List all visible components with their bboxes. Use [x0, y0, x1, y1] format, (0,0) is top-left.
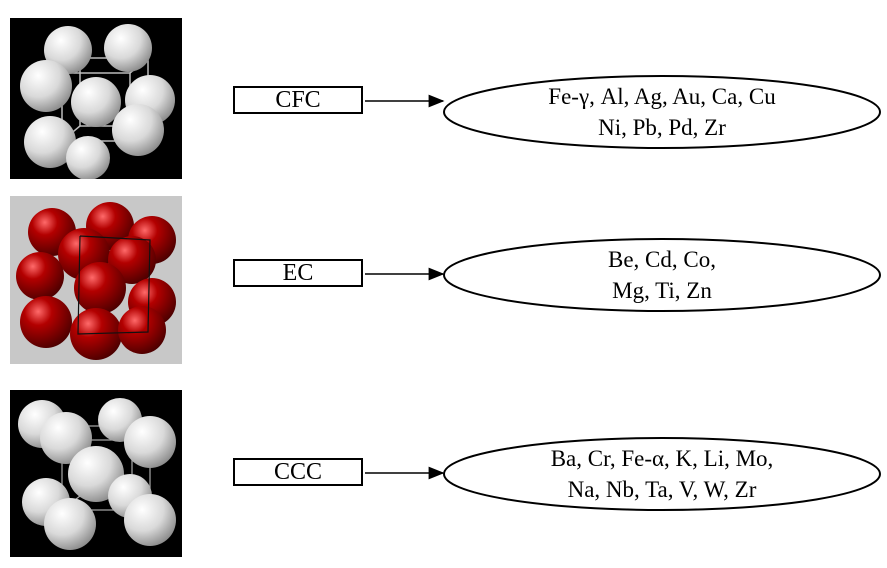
structure-label-box: EC: [233, 259, 363, 287]
element-list-line: Na, Nb, Ta, V, W, Zr: [567, 477, 757, 502]
structure-label-box: CCC: [233, 458, 363, 486]
element-list-line: Fe-γ, Al, Ag, Au, Ca, Cu: [548, 84, 776, 109]
bcc-lattice-image: [10, 390, 182, 557]
hcp-lattice-image: [10, 196, 182, 364]
element-list-line: Ni, Pb, Pd, Zr: [598, 115, 726, 140]
element-list-ellipse: Be, Cd, Co, Mg, Ti, Zn: [442, 237, 882, 313]
element-list-ellipse: Ba, Cr, Fe-α, K, Li, Mo, Na, Nb, Ta, V, …: [442, 436, 882, 512]
element-list-line: Mg, Ti, Zn: [612, 278, 712, 303]
structure-label: EC: [282, 260, 314, 286]
structure-label-box: CFC: [233, 86, 363, 114]
fcc-lattice-image: [10, 18, 182, 179]
structure-label: CCC: [273, 459, 323, 485]
element-list-line: Ba, Cr, Fe-α, K, Li, Mo,: [550, 446, 774, 471]
structure-label: CFC: [275, 87, 321, 113]
element-list-ellipse: Fe-γ, Al, Ag, Au, Ca, Cu Ni, Pb, Pd, Zr: [442, 74, 882, 150]
element-list-line: Be, Cd, Co,: [608, 247, 716, 272]
